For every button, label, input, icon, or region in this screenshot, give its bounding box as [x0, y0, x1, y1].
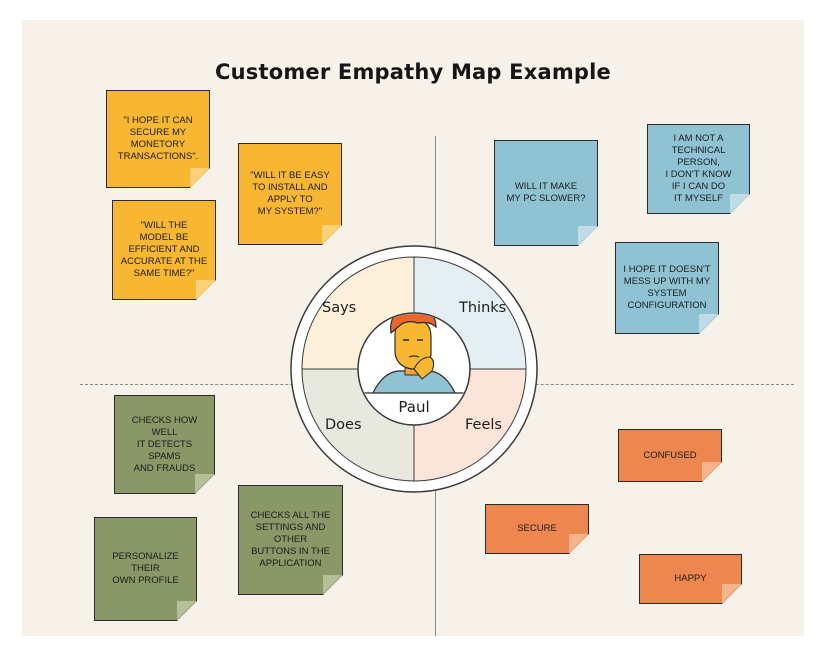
note-text: I AM NOT A TECHNICAL PERSON, I DON'T KNO… [665, 133, 732, 204]
fold-corner [702, 462, 721, 481]
empathy-wheel: Says Thinks Does Feels Paul [290, 245, 538, 493]
fold-corner [699, 314, 718, 333]
fold-corner [195, 474, 214, 493]
thinks-note-1[interactable]: WILL IT MAKE MY PC SLOWER? [494, 140, 598, 246]
says-note-2[interactable]: "WILL IT BE EASY TO INSTALL AND APPLY TO… [238, 143, 342, 245]
does-note-3[interactable]: PERSONALIZE THEIR OWN PROFILE [94, 517, 197, 621]
empathy-map-board: Customer Empathy Map Example "I HOPE IT … [22, 20, 804, 636]
note-text: WILL IT MAKE MY PC SLOWER? [506, 181, 586, 204]
feels-note-1[interactable]: CONFUSED [618, 429, 722, 482]
note-text: CHECKS HOW WELL IT DETECTS SPAMS AND FRA… [131, 414, 198, 474]
feels-note-2[interactable]: SECURE [485, 504, 589, 554]
fold-corner [722, 584, 741, 603]
feels-note-3[interactable]: HAPPY [639, 554, 742, 604]
fold-corner [177, 601, 196, 620]
note-text: HAPPY [674, 573, 707, 584]
page-title: Customer Empathy Map Example [215, 60, 611, 84]
does-note-1[interactable]: CHECKS HOW WELL IT DETECTS SPAMS AND FRA… [114, 395, 215, 494]
note-text: "WILL IT BE EASY TO INSTALL AND APPLY TO… [250, 170, 330, 217]
note-text: CONFUSED [643, 449, 697, 461]
does-note-2[interactable]: CHECKS ALL THE SETTINGS AND OTHER BUTTON… [238, 485, 343, 595]
note-text: PERSONALIZE THEIR OWN PROFILE [112, 551, 179, 586]
fold-corner [323, 575, 342, 594]
says-note-1[interactable]: "I HOPE IT CAN SECURE MY MONETORY TRANSA… [106, 90, 210, 188]
thinks-note-3[interactable]: I HOPE IT DOESN'T MESS UP WITH MY SYSTEM… [615, 242, 719, 334]
fold-corner [196, 280, 215, 299]
persona-name: Paul [398, 398, 430, 416]
fold-corner [322, 225, 341, 244]
fold-corner [190, 168, 209, 187]
note-text: "WILL THE MODEL BE EFFICIENT AND ACCURAT… [120, 220, 208, 279]
thinks-label: Thinks [459, 300, 507, 316]
wheel-graphic [290, 245, 538, 493]
does-label: Does [325, 417, 362, 433]
thinks-note-2[interactable]: I AM NOT A TECHNICAL PERSON, I DON'T KNO… [647, 124, 750, 214]
feels-label: Feels [465, 417, 502, 433]
fold-corner [578, 226, 597, 245]
note-text: I HOPE IT DOESN'T MESS UP WITH MY SYSTEM… [623, 264, 711, 311]
note-text: CHECKS ALL THE SETTINGS AND OTHER BUTTON… [250, 510, 331, 569]
note-text: SECURE [517, 523, 557, 534]
fold-corner [569, 534, 588, 553]
note-text: "I HOPE IT CAN SECURE MY MONETORY TRANSA… [117, 115, 199, 162]
says-label: Says [322, 300, 357, 316]
fold-corner [730, 194, 749, 213]
says-note-3[interactable]: "WILL THE MODEL BE EFFICIENT AND ACCURAT… [112, 200, 216, 300]
